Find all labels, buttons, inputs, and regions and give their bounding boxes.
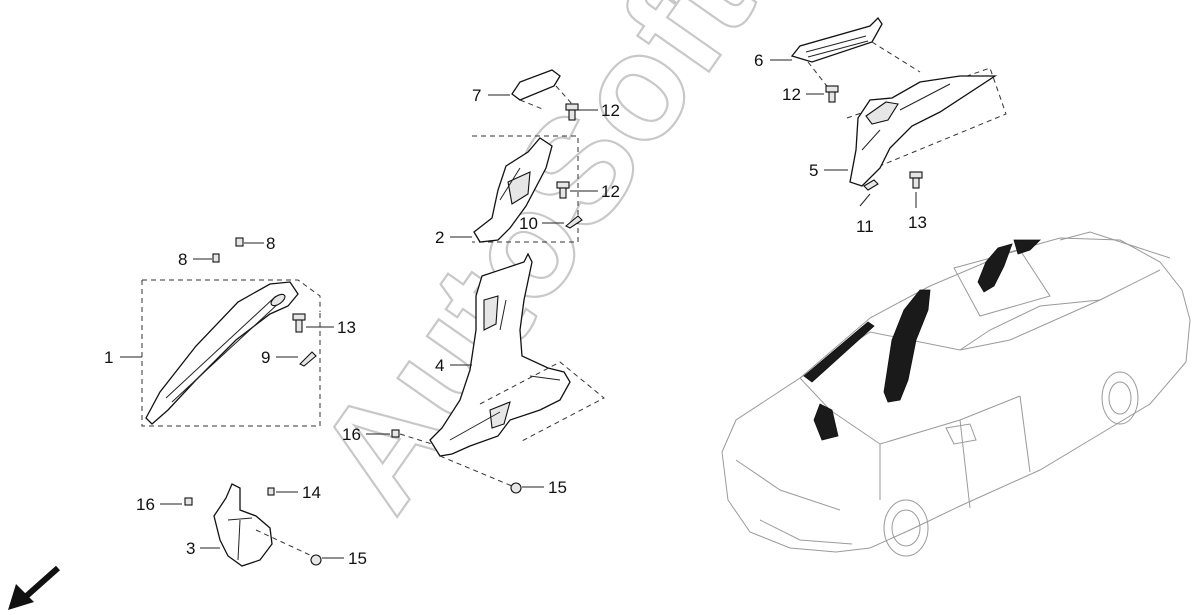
callout-13b: 13	[908, 213, 927, 232]
part-1-a-pillar-trim	[145, 281, 299, 425]
callout-5: 5	[809, 161, 818, 180]
nut-14	[267, 487, 275, 496]
callout-16a: 16	[342, 425, 361, 444]
callout-16b: 16	[136, 495, 155, 514]
clip-16b	[184, 497, 193, 506]
car-outline	[721, 231, 1191, 557]
callout-8b: 8	[266, 234, 275, 253]
clip-16a	[391, 429, 400, 438]
screw-13b	[909, 171, 923, 189]
screw-12b	[556, 181, 570, 199]
callout-6: 6	[754, 51, 763, 70]
clip-11	[863, 179, 879, 191]
clip-8b	[235, 237, 244, 247]
callout-11: 11	[856, 217, 874, 236]
callout-9: 9	[261, 348, 270, 367]
callout-1: 1	[104, 348, 113, 367]
clip-9	[299, 351, 317, 367]
callout-10: 10	[519, 214, 538, 233]
part-3-kick-panel	[213, 483, 273, 567]
callout-4: 4	[435, 356, 444, 375]
callout-13a: 13	[337, 318, 356, 337]
callout-7: 7	[472, 86, 481, 105]
bolt-15a	[310, 554, 322, 566]
clip-8a	[212, 253, 220, 263]
callout-15a: 15	[348, 549, 367, 568]
callout-12c: 12	[782, 85, 801, 104]
callout-3: 3	[186, 539, 195, 558]
part-2-upper-b-pillar-trim	[473, 137, 553, 243]
bolt-15b	[510, 482, 522, 494]
part-4-lower-b-pillar-trim	[429, 252, 571, 457]
callout-14: 14	[302, 483, 321, 502]
callout-8a: 8	[178, 250, 187, 269]
callout-15b: 15	[548, 478, 567, 497]
part-5-c-pillar-trim	[849, 75, 998, 187]
part-6-trim	[790, 16, 883, 63]
screw-13a	[292, 313, 306, 333]
front-direction-arrow-icon	[8, 565, 60, 610]
screw-12c	[825, 85, 839, 103]
clip-10	[565, 215, 583, 229]
callout-2: 2	[435, 228, 444, 247]
leader-lines	[120, 59, 917, 559]
screw-12a	[565, 103, 579, 121]
callout-12a: 12	[601, 101, 620, 120]
callout-12b: 12	[601, 182, 620, 201]
